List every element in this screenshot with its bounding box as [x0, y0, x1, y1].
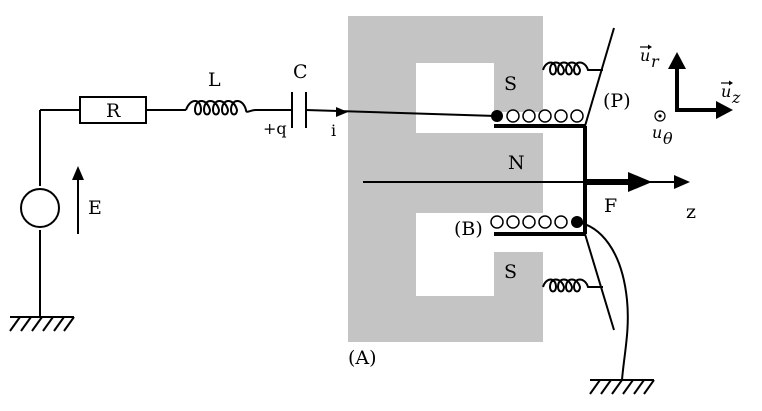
ground-left	[9, 316, 75, 332]
label-u-theta: u θ	[652, 110, 673, 148]
svg-text:u: u	[652, 123, 662, 142]
membrane-lower	[584, 233, 615, 331]
force-arrow-head	[628, 172, 652, 192]
uz-arrow-head	[716, 101, 733, 119]
ground-right	[589, 379, 655, 395]
label-S-top: S	[504, 73, 517, 95]
spring-upper	[542, 61, 603, 76]
label-z: z	[686, 201, 696, 223]
label-C: C	[293, 61, 308, 83]
label-N: N	[508, 152, 525, 174]
label-P: (P)	[603, 90, 631, 112]
inductor	[185, 100, 257, 116]
ur-arrow-head	[668, 52, 686, 69]
voltage-source	[20, 188, 60, 228]
spring-lower	[542, 278, 603, 293]
coil-lower	[490, 215, 583, 229]
label-current: i	[331, 121, 336, 140]
wire-coil-to-ground	[576, 221, 629, 381]
label-F: F	[604, 195, 617, 217]
coil-upper	[491, 109, 584, 123]
svg-text:z: z	[731, 88, 741, 107]
label-u-r: u r	[640, 44, 660, 71]
label-A: (A)	[348, 347, 377, 369]
svg-text:u: u	[721, 82, 731, 101]
svg-text:r: r	[651, 52, 660, 71]
label-S-bottom: S	[504, 261, 517, 283]
label-R: R	[106, 100, 121, 122]
svg-text:θ: θ	[663, 129, 673, 148]
svg-text:u: u	[640, 46, 650, 65]
label-charge: +q	[263, 119, 287, 138]
label-L: L	[208, 69, 221, 91]
label-u-z: u z	[721, 80, 741, 107]
magnet-core	[348, 16, 543, 342]
z-axis-head	[674, 175, 690, 189]
source-arrow-head	[72, 166, 84, 180]
current-arrow-head	[336, 107, 348, 117]
membrane-upper	[584, 27, 615, 127]
label-B: (B)	[454, 218, 483, 240]
label-E: E	[88, 197, 102, 219]
